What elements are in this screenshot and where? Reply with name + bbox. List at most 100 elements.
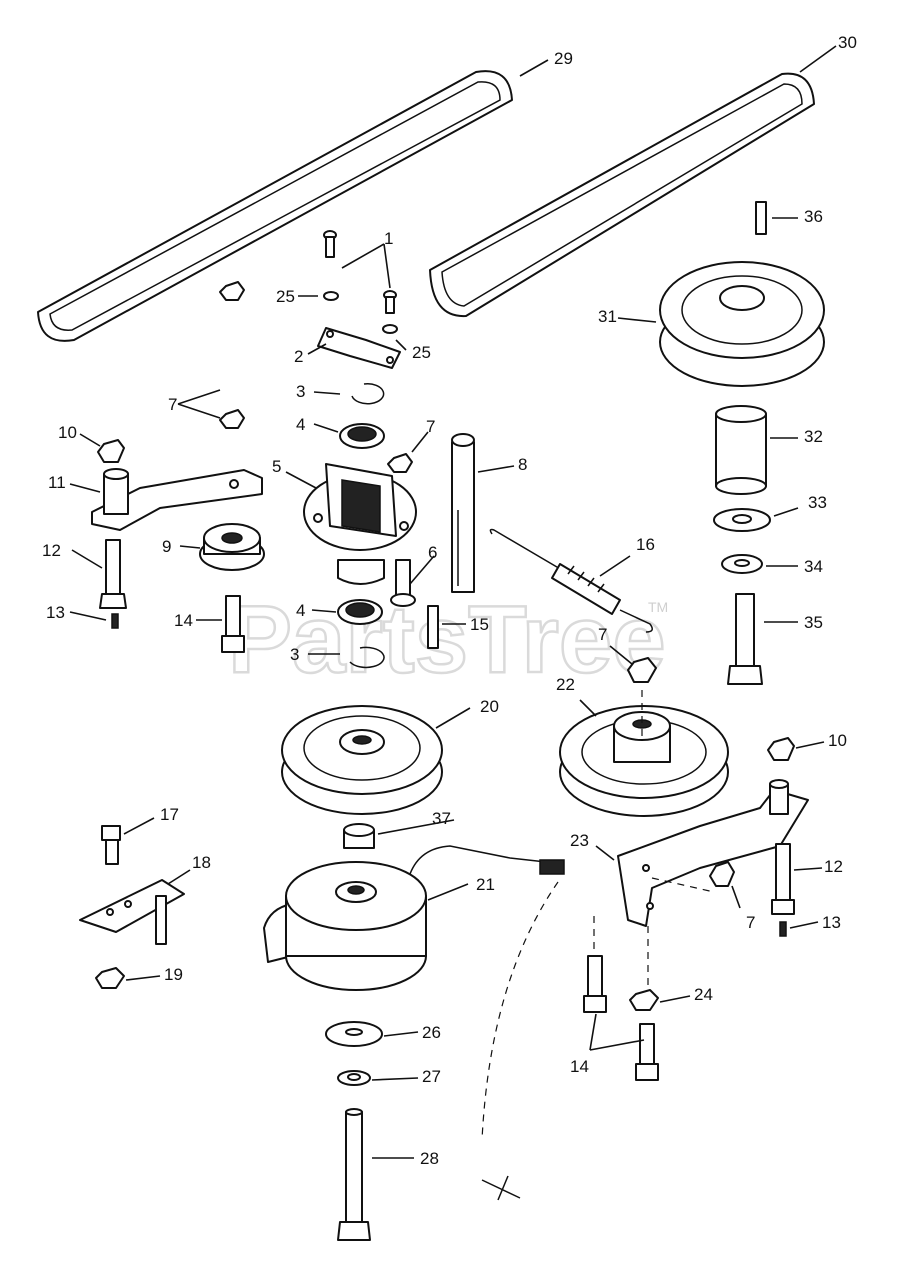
callout-20: 20: [480, 697, 499, 716]
callout-4-bottom: 4: [296, 601, 305, 620]
callout-23: 23: [570, 831, 589, 850]
spacer-37: [343, 823, 375, 849]
callout-14-left: 14: [174, 611, 193, 630]
nut-7-e: [709, 861, 735, 887]
callout-36: 36: [804, 207, 823, 226]
bolt-14-right-b: [635, 1023, 659, 1081]
spindle-shaft-8: [451, 433, 475, 593]
bolt-17: [101, 825, 121, 865]
bolt-35: [727, 593, 763, 685]
plate-2: [317, 327, 401, 369]
pulley-31: [659, 261, 825, 387]
idler-pulley-9: [199, 523, 265, 571]
callout-17: 17: [160, 805, 179, 824]
nut-7-c: [387, 453, 413, 473]
electric-clutch-21: [263, 845, 565, 991]
callout-2: 2: [294, 347, 303, 366]
nut-24: [629, 989, 659, 1011]
callout-28: 28: [420, 1149, 439, 1168]
nut-10-right: [767, 737, 795, 761]
callout-12-right: 12: [824, 857, 843, 876]
spacer-32: [715, 405, 767, 495]
key-15: [427, 605, 439, 649]
callout-6: 6: [428, 543, 437, 562]
callout-4-top: 4: [296, 415, 305, 434]
callout-26: 26: [422, 1023, 441, 1042]
shoulder-bolt-12-left: [99, 539, 127, 609]
callout-7-a: 7: [168, 395, 177, 414]
callout-1: 1: [384, 229, 393, 248]
nut-19: [95, 967, 125, 989]
pulley-22: [559, 705, 729, 817]
callout-19: 19: [164, 965, 183, 984]
washer-25-left: [323, 291, 339, 301]
callout-13-left: 13: [46, 603, 65, 622]
lock-washer-27: [337, 1070, 371, 1086]
spring-16: [489, 528, 653, 633]
washer-25-right: [382, 324, 398, 334]
bolt-14-right-a: [583, 955, 607, 1013]
grease-fitting-13-right: [779, 921, 787, 937]
callout-3-bottom: 3: [290, 645, 299, 664]
callout-34: 34: [804, 557, 823, 576]
callout-14-right: 14: [570, 1057, 589, 1076]
callout-33: 33: [808, 493, 827, 512]
nut-7-b: [219, 409, 245, 429]
callout-24: 24: [694, 985, 713, 1004]
callout-10-left: 10: [58, 423, 77, 442]
callout-22: 22: [556, 675, 575, 694]
callout-12-left: 12: [42, 541, 61, 560]
retaining-ring-3-top: [351, 382, 385, 405]
carriage-bolt-6: [390, 559, 416, 607]
callout-11: 11: [48, 473, 66, 492]
spindle-housing-5: [303, 463, 417, 585]
bearing-4-bottom: [337, 599, 383, 625]
callouts: 1 2 3 3 4 4 5 6 7 7 7 7 8 9 10 10 11 12 …: [42, 33, 857, 1168]
clutch-pulley-20: [281, 705, 443, 815]
callout-7-d: 7: [746, 913, 755, 932]
callout-7-c: 7: [598, 625, 607, 644]
callout-15: 15: [470, 615, 489, 634]
callout-10-right: 10: [828, 731, 847, 750]
callout-16: 16: [636, 535, 655, 554]
callout-5: 5: [272, 457, 281, 476]
idler-arm-11: [91, 468, 263, 531]
nut-7-a: [219, 281, 245, 301]
leader-lines: [69, 45, 837, 1159]
callout-25-left: 25: [276, 287, 295, 306]
bolt-14-left: [221, 595, 245, 653]
washer-34: [721, 554, 763, 574]
callout-31: 31: [598, 307, 617, 326]
belt-30: [429, 72, 815, 318]
assembly-lines: [481, 690, 715, 1201]
bracket-18: [79, 879, 185, 945]
belt-29: [37, 70, 513, 342]
nut-7-d: [627, 657, 657, 683]
callout-3-top: 3: [296, 382, 305, 401]
callout-7-b: 7: [426, 417, 435, 436]
callout-37: 37: [432, 809, 451, 828]
grease-fitting-13-left: [111, 613, 119, 629]
callout-27: 27: [422, 1067, 441, 1086]
retaining-ring-3-bottom: [349, 646, 385, 669]
bearing-4-top: [339, 423, 385, 449]
bolt-1-right: [383, 290, 397, 314]
callout-30: 30: [838, 33, 857, 52]
bolt-1-left: [323, 230, 337, 258]
callout-25-right: 25: [412, 343, 431, 362]
washer-26: [325, 1021, 383, 1047]
washer-33: [713, 508, 771, 532]
callout-21: 21: [476, 875, 495, 894]
nut-10-left: [97, 439, 125, 463]
callout-18: 18: [192, 853, 211, 872]
shoulder-bolt-12-right: [771, 843, 795, 915]
key-36: [755, 201, 767, 235]
callout-13-right: 13: [822, 913, 841, 932]
watermark-trademark: TM: [648, 599, 668, 615]
callout-35: 35: [804, 613, 823, 632]
callout-8: 8: [518, 455, 527, 474]
bolt-28: [337, 1108, 371, 1241]
callout-32: 32: [804, 427, 823, 446]
callout-9: 9: [162, 537, 171, 556]
